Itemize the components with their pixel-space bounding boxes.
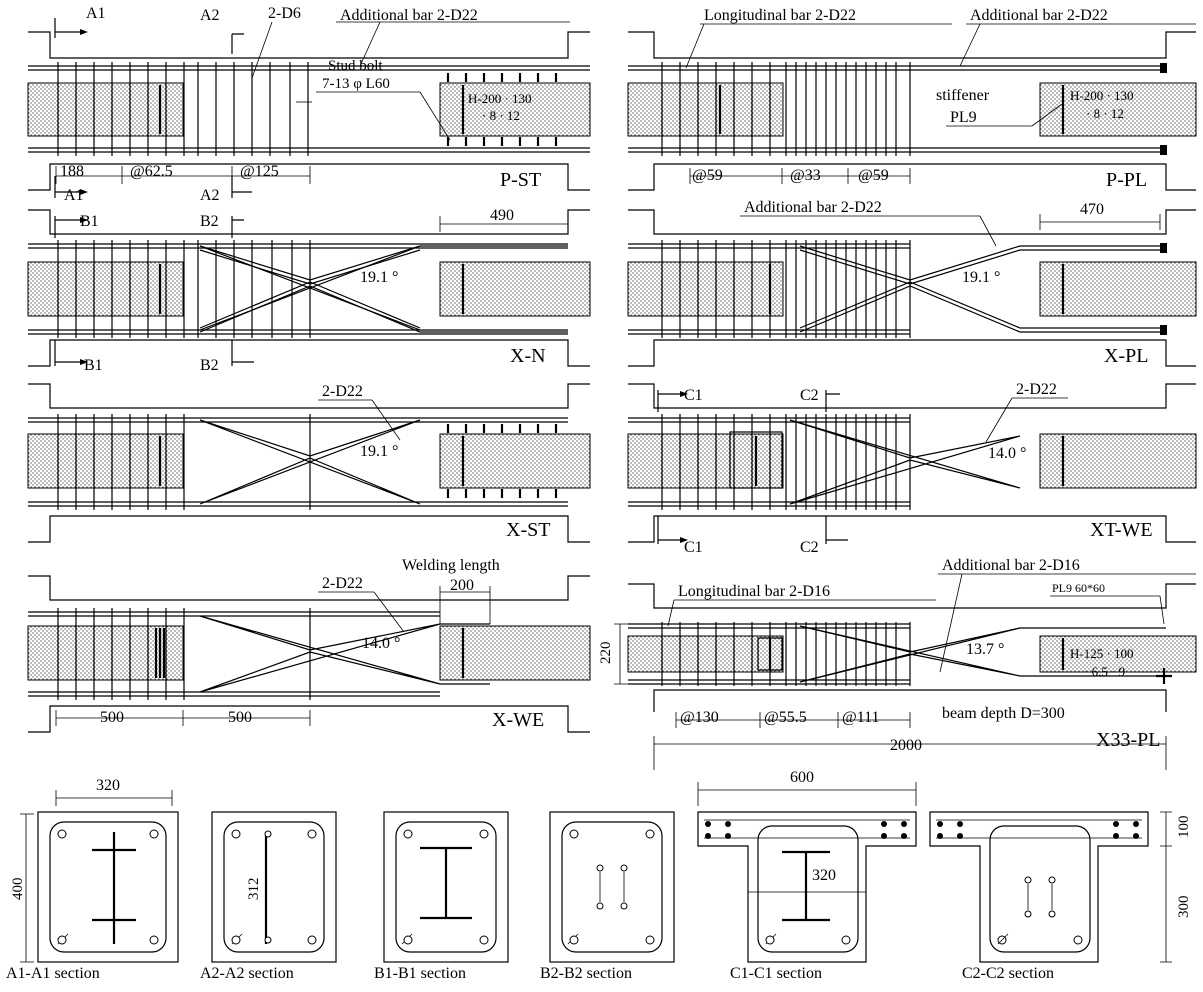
tag-xt-we: XT-WE — [1090, 519, 1153, 541]
dim-55-5: @55.5 — [764, 709, 807, 726]
dim-200: 200 — [450, 577, 474, 594]
cut-label-a1-bottom: A1 — [64, 187, 84, 204]
cut-label-c1: C1 — [684, 387, 703, 404]
section-a2-dim: 312 — [246, 878, 262, 901]
section-c1-width: 600 — [790, 769, 814, 786]
h-section-dims: · 8 · 12 — [482, 108, 520, 123]
cut-label-c1-bottom: C1 — [684, 539, 703, 556]
cut-label-b1-bottom: B1 — [84, 357, 103, 374]
section-c2: 100 300 C2-C2 section — [929, 811, 1192, 982]
section-a2-label: A2-A2 section — [200, 965, 294, 982]
stud-bolts — [446, 73, 558, 146]
panel-p-pl: Longitudinal bar 2-D22 Additional bar 2-… — [627, 7, 1197, 191]
dim-500b: 500 — [228, 709, 252, 726]
cut-label-a2-bottom: A2 — [200, 187, 220, 204]
panel-x-pl: Additional bar 2-D22 19.1 ° 470 X-PL — [627, 199, 1197, 367]
welding-length-label: Welding length — [402, 557, 500, 574]
additional-bar-label-ppl: Additional bar 2-D22 — [970, 7, 1108, 24]
h-section-dims-x33: · 6.5 · 9 — [1084, 664, 1125, 679]
h-section-label-x33: H-125 · 100 — [1070, 646, 1134, 661]
tag-x-n: X-N — [510, 345, 546, 367]
panel-x33-pl: 220 Longitudinal bar 2-D16 Additional ba… — [598, 557, 1197, 770]
section-b1-label: B1-B1 section — [374, 965, 466, 982]
dim-33: @33 — [790, 167, 821, 184]
cut-label-a2: A2 — [200, 7, 220, 24]
bar-2d6-label: 2-D6 — [268, 5, 301, 22]
angle-x-st: 19.1 ° — [360, 443, 398, 460]
stiffener-label: stiffener — [936, 87, 990, 104]
dim-2000: 2000 — [890, 737, 922, 754]
additional-bar-label: Additional bar 2-D22 — [340, 7, 478, 24]
dim-188: 188 — [60, 163, 84, 180]
angle-xt-we: 14.0 ° — [988, 445, 1026, 462]
stiffener-spec: PL9 — [950, 109, 977, 126]
panel-x-we: Welding length 200 2-D22 14.0 ° 500 500 … — [27, 557, 591, 733]
cut-label-b2-bottom: B2 — [200, 357, 219, 374]
section-c1-dim: 320 — [812, 867, 836, 884]
dim-130: @130 — [680, 709, 719, 726]
h-section-label-ppl: H-200 · 130 — [1070, 88, 1134, 103]
tag-p-pl: P-PL — [1106, 169, 1147, 191]
angle-x33-pl: 13.7 ° — [966, 641, 1004, 658]
h-section-dims-ppl: · 8 · 12 — [1086, 106, 1124, 121]
dim-490: 490 — [490, 207, 514, 224]
cut-label-c2: C2 — [800, 387, 819, 404]
dim-470: 470 — [1080, 201, 1104, 218]
section-c2-web: 300 — [1176, 896, 1192, 919]
dim-59b: @59 — [858, 167, 889, 184]
tag-x-st: X-ST — [506, 519, 550, 541]
cut-label-b2: B2 — [200, 213, 219, 230]
tag-x-pl: X-PL — [1104, 345, 1148, 367]
bar-label-xt-we: 2-D22 — [1016, 381, 1057, 398]
longitudinal-bar-label-x33: Longitudinal bar 2-D16 — [678, 583, 830, 600]
stirrups — [57, 62, 465, 156]
angle-x-n: 19.1 ° — [360, 269, 398, 286]
section-a1-width: 320 — [96, 777, 120, 794]
dim-111: @111 — [842, 709, 880, 726]
section-b2-label: B2-B2 section — [540, 965, 632, 982]
tag-x-we: X-WE — [492, 709, 544, 731]
cut-label-b1: B1 — [80, 213, 99, 230]
section-a2: 312 A2-A2 section — [200, 811, 337, 982]
panel-x-n: 19.1 ° 490 B1 B2 B1 B2 X-N — [27, 207, 591, 374]
section-c1-label: C1-C1 section — [730, 965, 822, 982]
section-a1-label: A1-A1 section — [6, 965, 100, 982]
bar-label-x-we: 2-D22 — [322, 575, 363, 592]
angle-x-pl: 19.1 ° — [962, 269, 1000, 286]
beam-depth-label: beam depth D=300 — [942, 705, 1065, 722]
tag-x33-pl: X33-PL — [1096, 729, 1160, 751]
section-b1: B1-B1 section — [374, 811, 509, 982]
stud-bolt-spec: 7-13 φ L60 — [322, 76, 390, 92]
cut-label-c2-bottom: C2 — [800, 539, 819, 556]
dim-500a: 500 — [100, 709, 124, 726]
additional-bar-label-xpl: Additional bar 2-D22 — [744, 199, 882, 216]
h-section-label: H-200 · 130 — [468, 91, 532, 106]
longitudinal-bar-label: Longitudinal bar 2-D22 — [704, 7, 856, 24]
additional-bar-label-x33: Additional bar 2-D16 — [942, 557, 1080, 574]
section-c2-slab: 100 — [1176, 816, 1192, 839]
cut-label-a1: A1 — [86, 5, 106, 22]
section-a1: 320 400 A1-A1 section — [6, 777, 179, 982]
panel-xt-we: C1 C2 C1 C2 2-D22 14.0 ° XT-WE — [627, 381, 1197, 556]
section-c2-label: C2-C2 section — [962, 965, 1054, 982]
section-b2: B2-B2 section — [540, 811, 675, 982]
dim-220: 220 — [598, 642, 614, 665]
panel-x-st: 2-D22 19.1 ° X-ST — [27, 383, 591, 543]
section-c1: 600 320 C1-C1 section — [697, 769, 917, 982]
bar-label-x-st: 2-D22 — [322, 383, 363, 400]
panel-p-st: A1 A2 2-D6 Additional bar 2-D22 Stud bol… — [27, 5, 591, 204]
section-a1-height: 400 — [10, 878, 26, 901]
dim-59a: @59 — [692, 167, 723, 184]
dim-125: @125 — [240, 163, 279, 180]
stud-bolt-label: Stud bolt — [328, 58, 383, 74]
angle-x-we: 14.0 ° — [362, 635, 400, 652]
plate-label: PL9 60*60 — [1052, 581, 1105, 595]
tag-p-st: P-ST — [500, 169, 541, 191]
dim-62-5: @62.5 — [130, 163, 173, 180]
